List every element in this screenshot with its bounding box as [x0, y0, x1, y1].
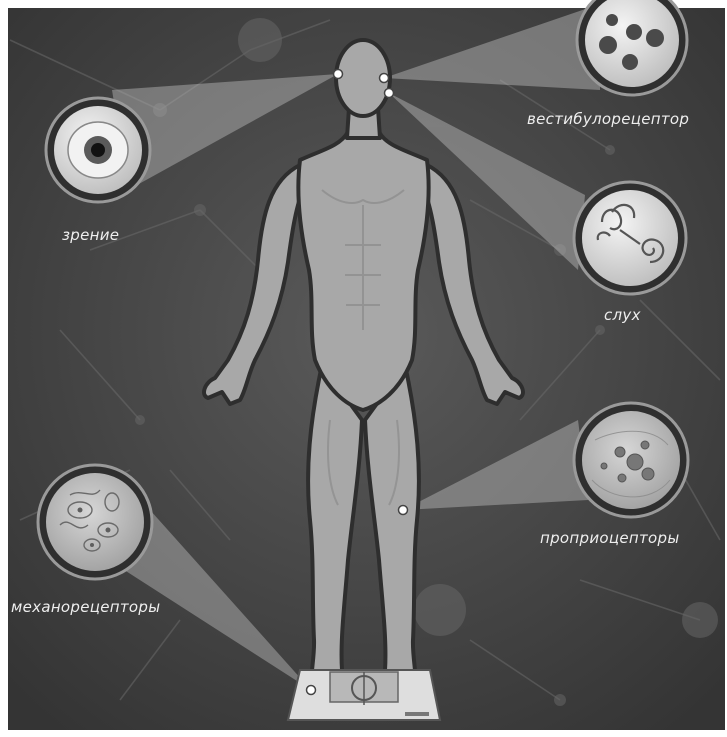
- label-hearing: слух: [604, 306, 641, 324]
- sensor-dot-ear: [385, 89, 394, 98]
- label-proprio: проприоцепторы: [540, 529, 680, 547]
- sensor-dot-vestibular: [380, 74, 389, 83]
- vision-lens: [46, 98, 150, 202]
- sensor-dot-knee: [399, 506, 408, 515]
- hearing-lens: [574, 182, 686, 294]
- sensor-dot-eye: [334, 70, 343, 79]
- label-mechano: механорецепторы: [11, 598, 160, 616]
- mechano-lens: [38, 465, 152, 579]
- label-vestibular: вестибулорецептор: [527, 110, 689, 128]
- sensor-dot-foot: [307, 686, 316, 695]
- label-vision: зрение: [62, 226, 119, 244]
- vestibular-lens: [577, 0, 687, 95]
- proprio-lens: [574, 403, 688, 517]
